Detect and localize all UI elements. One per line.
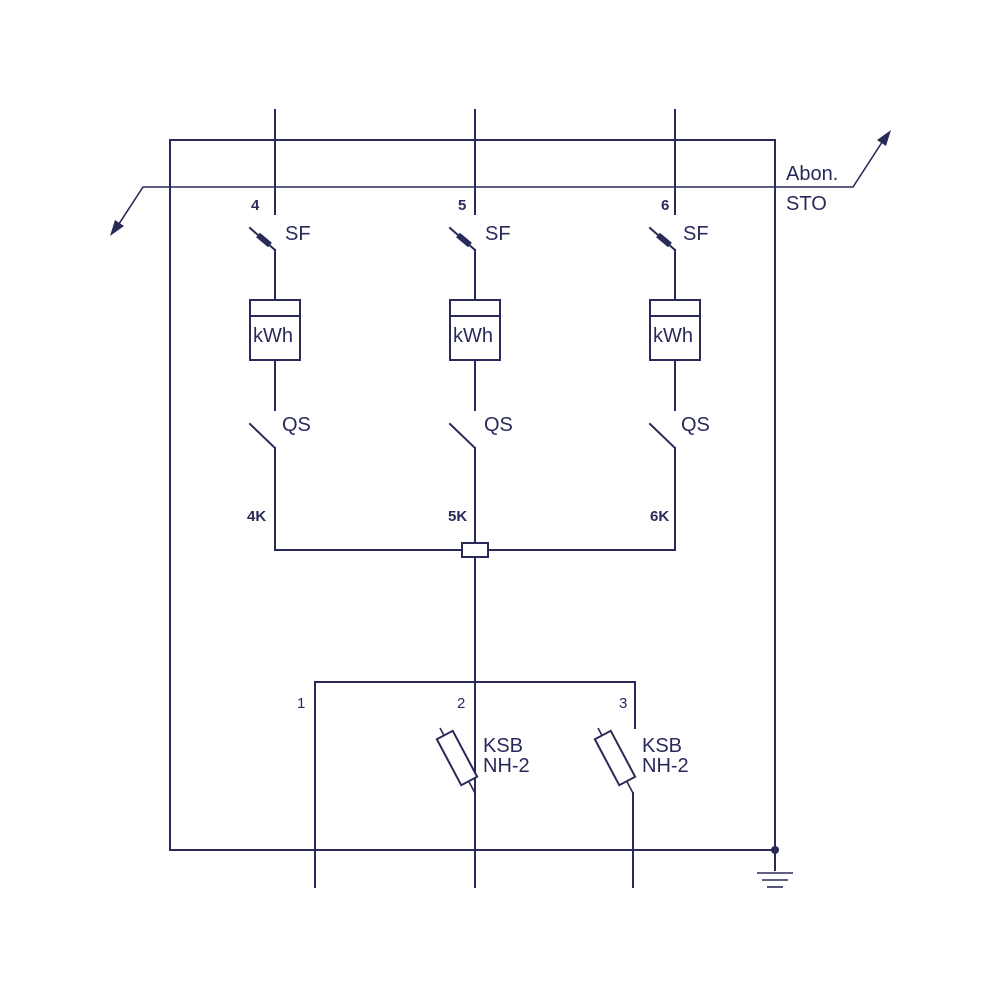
meter-label: kWh (653, 325, 693, 347)
switch-label: QS (282, 414, 311, 436)
fuse-icon (593, 727, 637, 794)
cable-label: 6K (650, 508, 669, 525)
energy-meter-icon (449, 299, 501, 361)
breaker-label: SF (285, 223, 311, 245)
meter-label: kWh (253, 325, 293, 347)
fuse-size-label: NH-2 (642, 755, 689, 777)
meter-label: kWh (453, 325, 493, 347)
feeder-number: 5 (458, 197, 466, 214)
sto-label: STO (786, 193, 827, 215)
boundary-line (110, 130, 891, 236)
fuse-size-label: NH-2 (483, 755, 530, 777)
circuit-breaker-icon (648, 226, 677, 252)
arrow-icon (110, 220, 124, 236)
feeder-6: 6 SF kWh QS 6K (648, 109, 710, 551)
breaker-label: SF (683, 223, 709, 245)
feeder-number: 4 (251, 197, 260, 214)
abon-label: Abon. (786, 163, 838, 185)
fuse-type-label: KSB (642, 735, 682, 757)
cable-label: 4K (247, 508, 266, 525)
combining-bus (274, 542, 676, 683)
fuse-icon (435, 727, 479, 794)
cable-label: 5K (448, 508, 467, 525)
circuit-breaker-icon (448, 226, 477, 252)
switch-label: QS (484, 414, 513, 436)
breaker-label: SF (485, 223, 511, 245)
output-bus (314, 681, 636, 719)
output-number: 3 (619, 695, 627, 712)
circuit-breaker-icon (248, 226, 277, 252)
disconnect-switch-icon (648, 422, 677, 450)
enclosure-frame (169, 139, 776, 851)
ground-icon (757, 846, 793, 888)
switch-label: QS (681, 414, 710, 436)
output-3: 3 KSB NH-2 (593, 695, 689, 888)
output-2: 2 KSB NH-2 (435, 695, 530, 888)
disconnect-switch-icon (248, 422, 277, 450)
output-number: 2 (457, 695, 465, 712)
output-number: 1 (297, 695, 305, 712)
fuse-type-label: KSB (483, 735, 523, 757)
arrow-icon (877, 130, 891, 146)
output-1: 1 (297, 695, 316, 888)
energy-meter-icon (249, 299, 301, 361)
feeder-5: 5 SF kWh QS 5K (448, 109, 513, 544)
feeder-number: 6 (661, 197, 669, 214)
junction-box (461, 542, 489, 558)
disconnect-switch-icon (448, 422, 477, 450)
feeder-4: 4 SF kWh QS 4K (247, 109, 311, 551)
